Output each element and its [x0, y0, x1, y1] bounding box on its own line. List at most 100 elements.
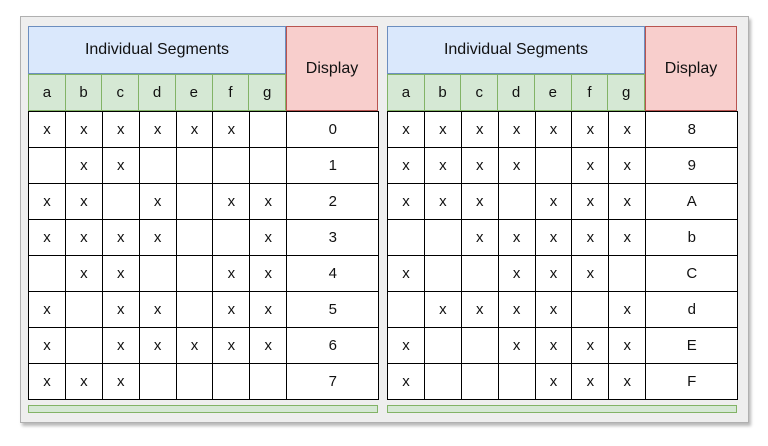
segment-cell: x — [608, 363, 647, 400]
segment-cell — [175, 291, 214, 328]
segment-cell: x — [28, 363, 66, 400]
segment-label-b: b — [423, 74, 462, 111]
segment-cell: x — [101, 147, 140, 184]
segment-cell: x — [138, 291, 177, 328]
segment-cell — [460, 363, 499, 400]
segment-cell: x — [571, 255, 610, 292]
segment-cell: x — [249, 183, 288, 220]
segment-cell: x — [423, 147, 462, 184]
segment-cell: x — [571, 363, 610, 400]
segment-cell: x — [387, 363, 425, 400]
segment-cell — [497, 183, 536, 220]
segment-label-c: c — [101, 74, 140, 111]
segment-cell: x — [460, 111, 499, 148]
segments-header: Individual Segments — [28, 26, 286, 74]
segment-cell — [249, 363, 288, 400]
segment-cell — [387, 291, 425, 328]
display-cell: 3 — [286, 219, 380, 256]
segment-cell — [460, 255, 499, 292]
segment-cell — [101, 183, 140, 220]
segment-table-right: Individual Segments Display a b c d e f … — [387, 26, 739, 414]
segment-cell: x — [571, 147, 610, 184]
segment-cell: x — [28, 291, 66, 328]
segment-cell: x — [387, 327, 425, 364]
segment-cell: x — [249, 219, 288, 256]
segment-cell: x — [212, 183, 251, 220]
segment-cell: x — [212, 255, 251, 292]
segment-cell: x — [608, 147, 647, 184]
segment-cell — [175, 147, 214, 184]
segment-cell — [608, 255, 647, 292]
segment-cell: x — [534, 363, 573, 400]
segment-cell: x — [64, 219, 103, 256]
segment-cell: x — [497, 327, 536, 364]
segment-cell: x — [608, 291, 647, 328]
segment-cell — [423, 363, 462, 400]
segments-header: Individual Segments — [387, 26, 645, 74]
segment-cell: x — [608, 111, 647, 148]
segment-cell: x — [64, 183, 103, 220]
display-cell: 2 — [286, 183, 380, 220]
segment-cell — [138, 147, 177, 184]
segment-label-e: e — [533, 74, 572, 111]
segment-cell: x — [387, 183, 425, 220]
segment-label-f: f — [570, 74, 609, 111]
segment-cell: x — [249, 255, 288, 292]
segment-cell: x — [138, 327, 177, 364]
segment-cell: x — [101, 255, 140, 292]
segment-cell: x — [64, 147, 103, 184]
segment-cell — [534, 147, 573, 184]
segment-cell: x — [571, 183, 610, 220]
display-cell: 0 — [286, 111, 380, 148]
segment-cell: x — [534, 219, 573, 256]
segment-cell: x — [212, 111, 251, 148]
segment-cell: x — [387, 255, 425, 292]
segment-cell: x — [534, 255, 573, 292]
segment-cell: x — [101, 219, 140, 256]
segment-cell: x — [423, 111, 462, 148]
segment-label-row: a b c d e f g — [387, 74, 646, 111]
segment-cell: x — [138, 111, 177, 148]
segment-cell: x — [387, 111, 425, 148]
segment-cell: x — [497, 255, 536, 292]
segment-cell — [175, 363, 214, 400]
segment-cell — [28, 147, 66, 184]
segment-cell: x — [571, 219, 610, 256]
segment-label-d: d — [138, 74, 176, 111]
segment-label-g: g — [607, 74, 646, 111]
segment-cell: x — [460, 291, 499, 328]
segment-cell: x — [460, 147, 499, 184]
segment-cell — [387, 219, 425, 256]
segment-cell: x — [497, 111, 536, 148]
segment-cell: x — [534, 111, 573, 148]
segment-cell: x — [28, 183, 66, 220]
segment-cell — [249, 111, 288, 148]
segment-cell: x — [497, 147, 536, 184]
display-cell: E — [645, 327, 739, 364]
display-cell: F — [645, 363, 739, 400]
segment-cell: x — [138, 183, 177, 220]
segment-cell: x — [175, 111, 214, 148]
segment-cell: x — [28, 111, 66, 148]
segment-cell: x — [497, 219, 536, 256]
display-header: Display — [645, 26, 737, 111]
segment-cell — [175, 255, 214, 292]
segment-cell — [423, 255, 462, 292]
display-header: Display — [286, 26, 378, 111]
segment-cell — [460, 327, 499, 364]
segment-cell: x — [571, 111, 610, 148]
display-cell: C — [645, 255, 739, 292]
segment-cell — [175, 183, 214, 220]
segment-label-a: a — [387, 74, 425, 111]
